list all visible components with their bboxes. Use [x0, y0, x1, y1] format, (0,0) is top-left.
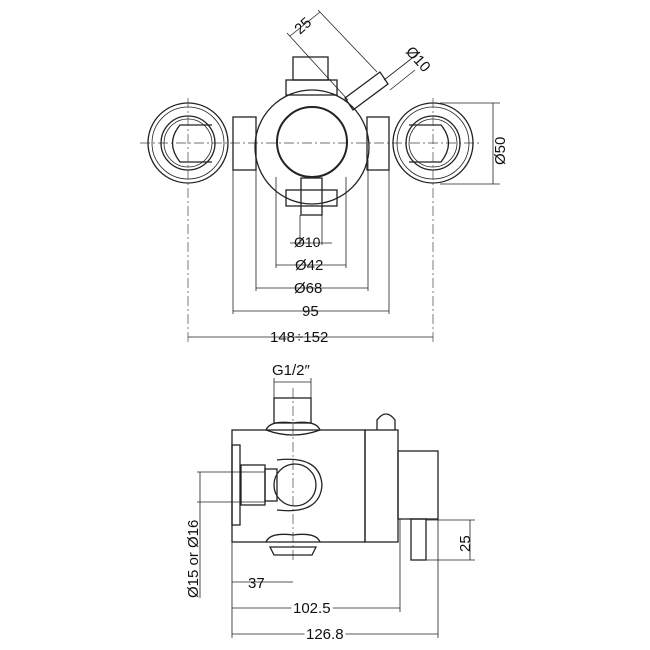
knob-circle: [276, 106, 348, 178]
bottom-lever: [300, 177, 323, 216]
dimensions-side: G1/2″ Ø15 or Ø16 37 102.5 126.8 25: [185, 362, 475, 646]
inlet-pipe: [264, 468, 278, 502]
inlet-boss: [276, 458, 323, 512]
svg-text:148÷152: 148÷152: [270, 329, 328, 346]
left-elbow: [147, 98, 229, 345]
svg-text:126.8: 126.8: [306, 626, 344, 643]
svg-text:Ø50: Ø50: [492, 137, 509, 165]
svg-text:Ø42: Ø42: [295, 257, 323, 274]
top-nut: [292, 56, 329, 81]
left-body-stub: [232, 116, 257, 171]
svg-text:95: 95: [302, 303, 319, 320]
svg-text:25: 25: [457, 535, 474, 552]
right-elbow: [392, 98, 474, 345]
svg-text:Ø68: Ø68: [294, 280, 322, 297]
wall-flange: [231, 444, 241, 526]
bottom-outlet: [265, 533, 321, 556]
outlet-fitting: [273, 397, 312, 424]
lever-stem: [410, 518, 427, 561]
svg-text:G1/2″: G1/2″: [272, 362, 311, 379]
svg-text:Ø10: Ø10: [294, 234, 321, 250]
body-circle: [254, 89, 370, 205]
collar: [364, 429, 399, 543]
right-body-stub: [366, 116, 390, 171]
lever-hub: [397, 450, 439, 520]
svg-text:102.5: 102.5: [293, 600, 331, 617]
top-outlet-boss: [265, 421, 321, 436]
side-view: G1/2″ Ø15 or Ø16 37 102.5 126.8 25: [185, 362, 475, 646]
dimensions-top: 25 Ø10 Ø50 Ø10 Ø42 Ø68 95 148÷152: [188, 9, 509, 346]
svg-text:Ø10: Ø10: [402, 43, 434, 75]
top-lever: [344, 71, 389, 111]
valve-body: [231, 429, 366, 543]
svg-text:37: 37: [248, 575, 265, 592]
svg-text:Ø15 or Ø16: Ø15 or Ø16: [185, 520, 202, 598]
knob-top: [376, 413, 396, 430]
top-view: 25 Ø10 Ø50 Ø10 Ø42 Ø68 95 148÷152: [140, 9, 509, 346]
inlet-nut: [240, 464, 266, 506]
svg-text:25: 25: [291, 14, 315, 38]
